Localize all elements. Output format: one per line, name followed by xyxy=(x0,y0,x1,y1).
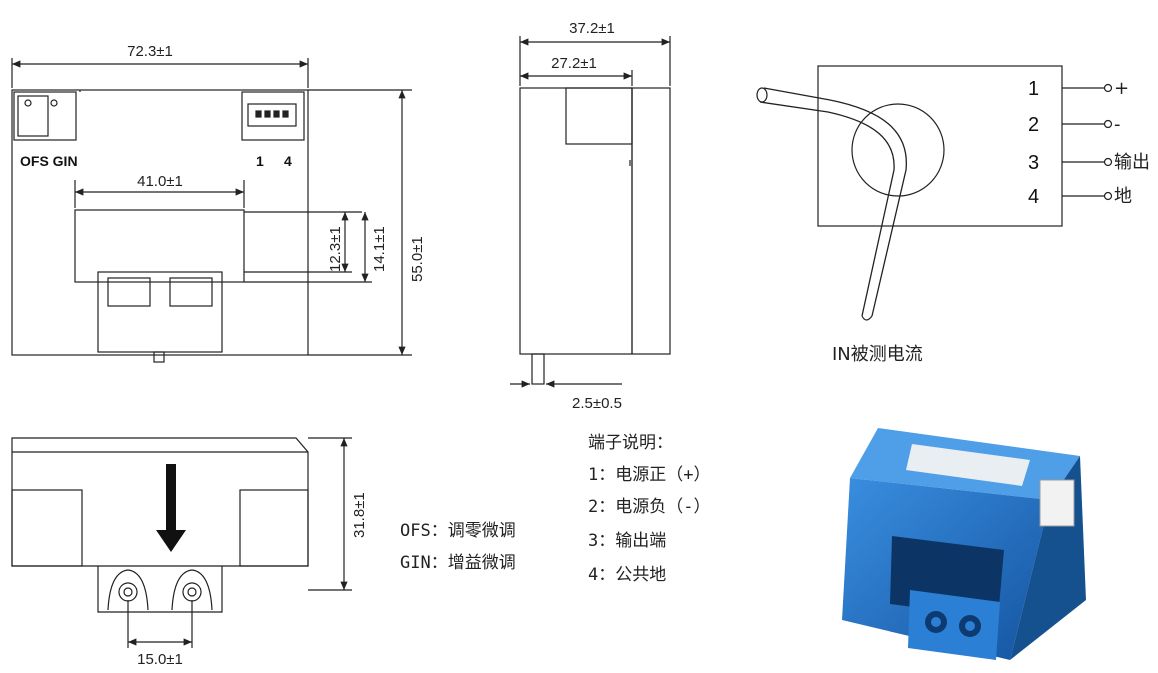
schematic-pin-2: 2 xyxy=(1028,114,1039,136)
side-cover xyxy=(631,87,671,355)
hole-width-dim: 41.0±1 xyxy=(137,173,183,190)
pin-pitch-dim: 15.0±1 xyxy=(137,651,183,668)
ofs-pot xyxy=(17,95,49,137)
base-mount xyxy=(97,271,223,353)
gin-note: GIN：增益微调 xyxy=(400,553,516,573)
body-depth-dim: 27.2±1 xyxy=(551,55,597,72)
side-pin xyxy=(531,353,545,385)
terminal-desc-item: 1：电源正（+） xyxy=(588,465,710,485)
pot-block xyxy=(13,91,77,141)
pin-1-label: + xyxy=(1114,78,1129,99)
schematic-pin-3: 3 xyxy=(1028,152,1039,174)
terminal-desc-item: 2：电源负（-） xyxy=(588,497,710,517)
terminal-desc-title: 端子说明： xyxy=(588,433,673,453)
hole-h1-dim: 12.3±1 xyxy=(327,226,344,272)
product-photo xyxy=(842,428,1086,660)
side-body-outline xyxy=(519,87,633,355)
height-dim: 55.0±1 xyxy=(409,236,426,282)
product-connector xyxy=(1039,479,1075,527)
sensor-core-ring xyxy=(851,103,945,197)
pin-2-label: - xyxy=(1114,114,1121,135)
current-window xyxy=(74,209,245,283)
schematic-pin-1: 1 xyxy=(1028,78,1039,100)
pin-length-dim: 2.5±0.5 xyxy=(572,395,622,412)
pin-3-label: 输出 xyxy=(1114,152,1150,173)
hole-h2-dim: 14.1±1 xyxy=(371,226,388,272)
bottom-view xyxy=(11,437,352,648)
bottom-height-dim: 31.8±1 xyxy=(351,492,368,538)
terminal-desc-item: 3：输出端 xyxy=(588,531,666,551)
ofs-gin-label: OFS GIN xyxy=(20,153,78,169)
pin4-mark: 4 xyxy=(284,153,292,169)
total-depth-dim: 37.2±1 xyxy=(569,20,615,37)
current-direction-arrow-icon xyxy=(156,464,186,552)
pin-4-label: 地 xyxy=(1114,186,1132,207)
input-current-label: IN被测电流 xyxy=(832,344,923,365)
bottom-body-outline xyxy=(11,437,309,567)
width-dim: 72.3±1 xyxy=(127,43,173,60)
front-body-outline xyxy=(11,89,309,356)
product-label-sticker xyxy=(906,444,1030,486)
wiring-schematic xyxy=(756,65,1113,321)
terminal-desc-item: 4：公共地 xyxy=(588,565,666,585)
bottom-base xyxy=(97,566,223,613)
ofs-note: OFS：调零微调 xyxy=(400,521,516,541)
pin1-mark: 1 xyxy=(256,153,264,169)
schematic-pin-4: 4 xyxy=(1028,186,1039,208)
side-view xyxy=(510,36,671,388)
connector-block xyxy=(241,91,305,141)
sensor-box xyxy=(817,65,1063,227)
front-view xyxy=(11,58,412,363)
